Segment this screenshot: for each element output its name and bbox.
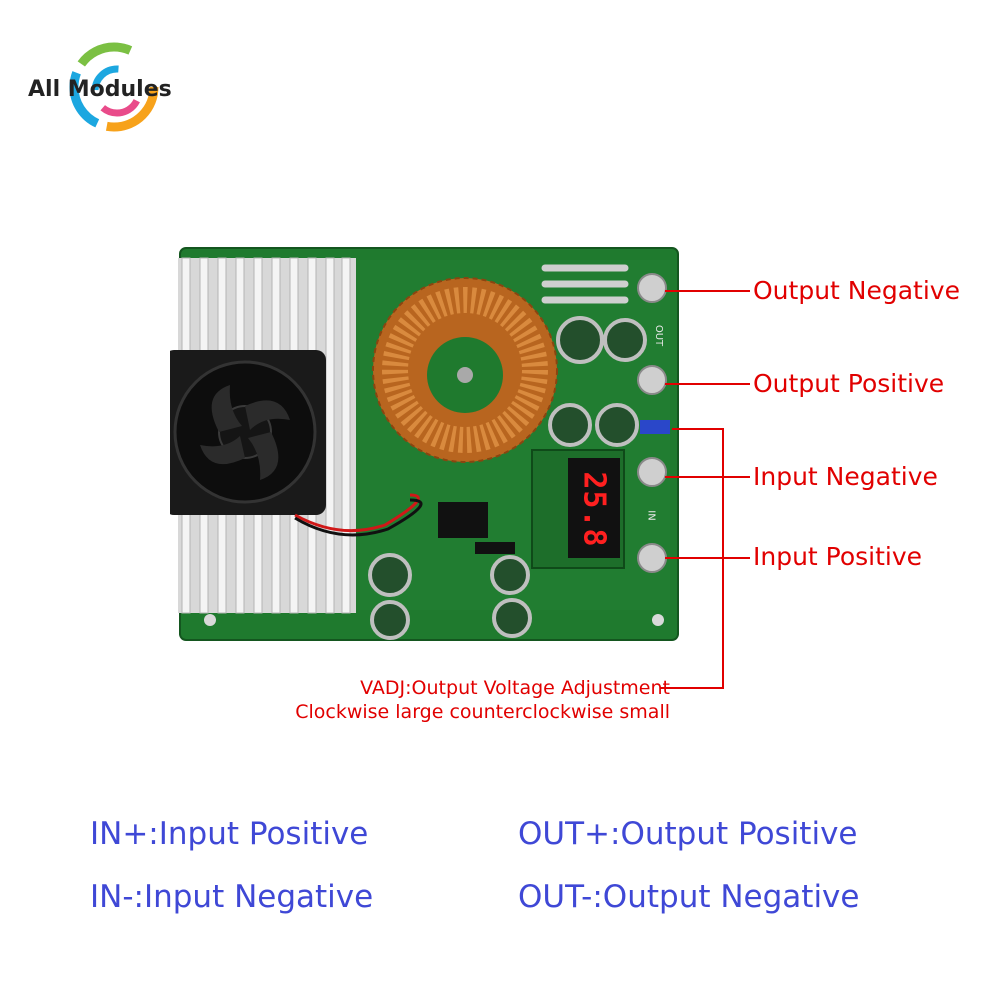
brand-logo: All Modules [22,35,192,145]
callout-line-vadj-vertical [722,428,724,689]
silk-out-label: OUT [653,324,665,347]
callout-line-output-negative [665,290,750,292]
legend-in-minus: IN-:Input Negative [90,879,374,915]
capacitors [368,316,647,640]
callout-line-vadj-top [672,428,724,430]
cooling-fan-icon [170,350,326,515]
callout-line-input-negative [665,476,750,478]
label-input-negative: Input Negative [753,462,938,491]
label-vadj-line1: VADJ:Output Voltage Adjustment [360,677,670,699]
callout-line-output-positive [665,383,750,385]
legend-out-plus: OUT+:Output Positive [518,816,858,852]
label-output-positive: Output Positive [753,369,945,398]
dc-converter-board [170,247,679,641]
label-input-positive: Input Positive [753,542,923,571]
legend-in-plus: IN+:Input Positive [90,816,369,852]
toroid-inductor [372,277,558,463]
label-output-negative: Output Negative [753,276,960,305]
vadj-potentiometer[interactable] [640,420,670,434]
logo-swirl-icon [69,42,159,132]
voltage-display [531,449,625,569]
screw-terminals [637,273,667,573]
legend-out-minus: OUT-:Output Negative [518,879,860,915]
display-reading: 25.8 [576,471,612,548]
callout-line-input-positive [665,557,750,559]
silk-in-label: IN [645,510,657,521]
label-vadj-line2: Clockwise large counterclockwise small [295,701,670,723]
logo-text: All Modules [28,77,172,102]
callout-line-vadj-bottom [660,687,724,689]
